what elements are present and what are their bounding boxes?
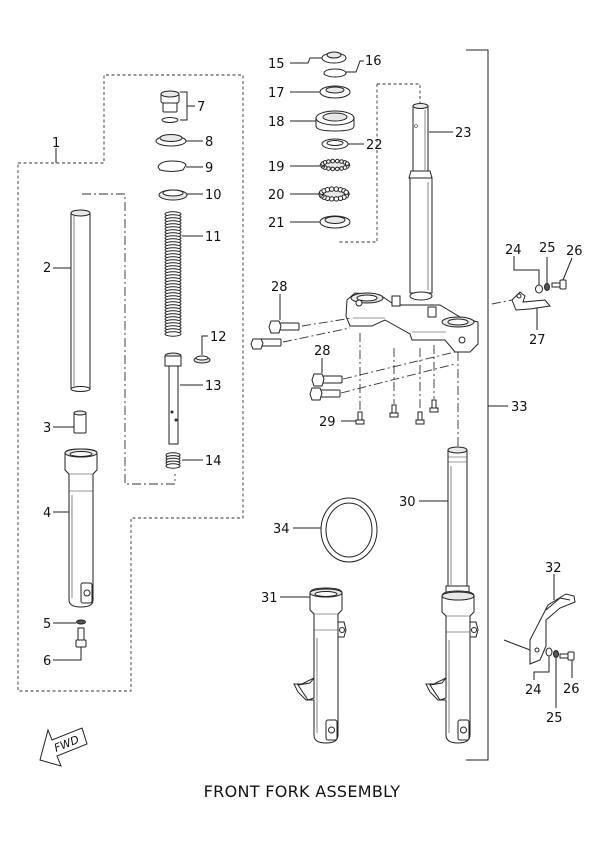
callout-2: 2	[43, 261, 51, 276]
group-box-bearings	[338, 83, 421, 243]
pinch-bolt-28a-part	[268, 320, 300, 334]
spring-seat-part	[158, 189, 188, 201]
callout-3: 3	[43, 421, 51, 436]
inner-tube-30-part	[445, 446, 470, 593]
callout-27: 27	[529, 333, 546, 348]
diagram-title: FRONT FORK ASSEMBLY	[204, 782, 401, 801]
fork-spring-part	[164, 211, 182, 337]
bearing-cover-part	[319, 85, 351, 99]
ball-bearing-19-part	[319, 158, 351, 172]
bolt-26-part	[551, 279, 567, 290]
washer-24b-part	[545, 647, 553, 657]
fwd-arrow-icon: FWD	[39, 727, 88, 767]
damper-rod-part	[164, 352, 182, 445]
callout-28-upper: 28	[271, 280, 288, 295]
callout-4: 4	[43, 506, 51, 521]
group-box-fork-left	[17, 74, 244, 692]
callout-26-lower: 26	[563, 682, 580, 697]
callout-15: 15	[268, 57, 285, 72]
bracket-32-part	[529, 593, 576, 665]
callout-32: 32	[545, 561, 562, 576]
leader-lines	[53, 57, 573, 708]
callout-18: 18	[268, 115, 285, 130]
bolt-29b-part	[389, 404, 399, 418]
callout-1: 1	[52, 136, 60, 151]
callout-23: 23	[455, 126, 472, 141]
under-bracket-part	[345, 292, 479, 353]
callout-26-upper: 26	[566, 244, 583, 259]
outer-tube-31-part	[293, 587, 347, 744]
pinch-bolt-28b-part	[250, 338, 282, 350]
cap-bolt-part	[160, 90, 180, 123]
ring-part	[193, 355, 211, 364]
callout-9: 9	[205, 161, 213, 176]
ball-bearing-20-part	[318, 186, 350, 202]
race-21-part	[319, 215, 351, 229]
washer-25b-part	[553, 650, 559, 658]
race-22-part	[321, 138, 349, 150]
callout-17: 17	[268, 86, 285, 101]
rebound-spring-part	[165, 452, 181, 469]
callout-11: 11	[205, 230, 222, 245]
bolt-29a-part	[355, 411, 365, 425]
callout-20: 20	[268, 188, 285, 203]
group-box-inner	[82, 193, 176, 485]
pinch-bolt-28d-part	[309, 387, 341, 401]
callout-29: 29	[319, 415, 336, 430]
dust-seal-part	[315, 110, 355, 132]
callout-6: 6	[43, 654, 51, 669]
bolt-part	[75, 627, 87, 648]
washer-16-part	[323, 68, 347, 78]
spacer-part	[155, 134, 187, 147]
circlip-part	[157, 160, 187, 172]
washer-25-part	[544, 283, 550, 291]
callout-13: 13	[205, 379, 222, 394]
bracket-33	[466, 49, 489, 761]
callout-24-lower: 24	[525, 683, 542, 698]
callout-19: 19	[268, 160, 285, 175]
bolt-26b-part	[559, 651, 575, 661]
callout-7: 7	[197, 100, 205, 115]
outer-tube-left-part	[64, 448, 98, 608]
callout-30: 30	[399, 495, 416, 510]
callout-16: 16	[365, 54, 382, 69]
o-ring-part	[320, 497, 378, 563]
bolt-29c-part	[415, 411, 425, 425]
callout-12: 12	[210, 330, 227, 345]
pinch-bolt-28c-part	[311, 373, 343, 387]
callout-8: 8	[205, 135, 213, 150]
callout-22: 22	[366, 138, 383, 153]
callout-14: 14	[205, 454, 222, 469]
ring-nut-part	[321, 51, 347, 64]
clamp-27-part	[511, 291, 551, 311]
callout-31: 31	[261, 591, 278, 606]
callout-21: 21	[268, 216, 285, 231]
washer-part	[76, 619, 86, 625]
callout-33: 33	[511, 400, 528, 415]
steering-stem-part	[408, 103, 433, 301]
callout-34: 34	[273, 522, 290, 537]
callout-28-lower: 28	[314, 344, 331, 359]
callout-25-lower: 25	[546, 711, 563, 726]
assembly-guides	[282, 299, 531, 651]
callout-5: 5	[43, 617, 51, 632]
outer-tube-right-part	[425, 590, 479, 744]
callout-25-upper: 25	[539, 241, 556, 256]
callout-labels: 1 2 3 4 5 6 7 8 9 10 11 12 13 14 15 16 1…	[43, 54, 583, 726]
callout-24-upper: 24	[505, 243, 522, 258]
collar-part	[73, 410, 87, 434]
bolt-29d-part	[429, 399, 439, 413]
inner-tube-part	[70, 209, 91, 392]
callout-10: 10	[205, 188, 222, 203]
washer-24-part	[535, 284, 543, 294]
